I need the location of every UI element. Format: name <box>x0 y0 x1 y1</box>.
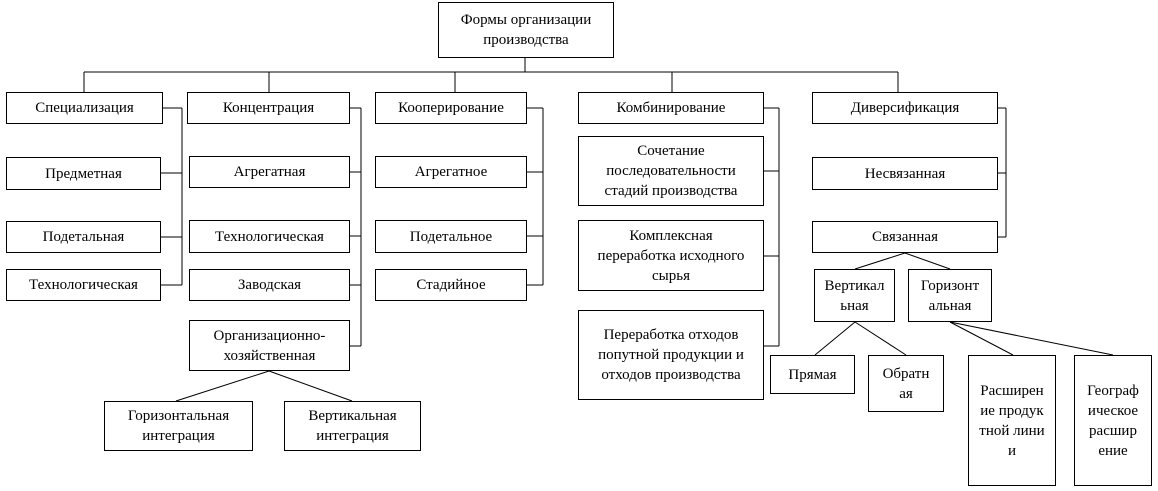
concentration-box: Концентрация <box>187 92 350 124</box>
concentration-item-technological: Технологическая <box>189 220 350 253</box>
cooperation-item-stage: Стадийное <box>375 269 527 301</box>
vertical-integration-box: Вертикальная интеграция <box>284 401 421 451</box>
specialization-box: Специализация <box>6 92 163 124</box>
diversification-item-unrelated: Несвязанная <box>812 157 998 190</box>
combination-item-complex-processing: Комплексная переработка исходного сырья <box>578 220 764 291</box>
vertical-reverse-box: Обратная <box>868 355 944 412</box>
diversification-box: Диверсификация <box>812 92 998 124</box>
concentration-label: Концентрация <box>222 100 315 116</box>
cooperation-box: Кооперирование <box>375 92 527 124</box>
cooperation-item-detail: Подетальное <box>375 220 527 253</box>
related-horizontal-box: Горизонтальная <box>908 269 992 322</box>
horizontal-integration-box: Горизонтальная интеграция <box>104 401 253 451</box>
combination-box: Комбинирование <box>578 92 764 124</box>
related-vertical-box: Вертикальная <box>814 269 895 322</box>
specialization-item-subject: Предметная <box>6 157 161 190</box>
horizontal-product-line-box: Расширение продуктной линии <box>968 355 1056 486</box>
concentration-item-aggregate: Агрегатная <box>189 156 350 188</box>
diversification-label: Диверсификация <box>850 100 960 116</box>
specialization-label: Специализация <box>35 100 134 116</box>
cooperation-label: Кооперирование <box>398 100 504 116</box>
specialization-item-detail: Подетальная <box>6 221 161 253</box>
horizontal-geographic-box: Географическое расширение <box>1074 355 1152 486</box>
concentration-item-org-economic: Организационно-хозяйственная <box>189 320 350 371</box>
concentration-item-plant: Заводская <box>189 269 350 301</box>
root-box: Формы организации производства <box>438 2 614 58</box>
combination-item-sequence: Сочетание последовательности стадий прои… <box>578 136 764 206</box>
specialization-item-technological: Технологическая <box>6 269 161 301</box>
combination-label: Комбинирование <box>616 100 726 116</box>
root-label: Формы организации производства <box>460 12 592 48</box>
cooperation-item-aggregate: Агрегатное <box>375 156 527 188</box>
combination-item-waste-processing: Переработка отходов попутной продукции и… <box>578 310 764 400</box>
vertical-direct-box: Прямая <box>770 355 855 394</box>
diversification-item-related: Связанная <box>812 221 998 253</box>
